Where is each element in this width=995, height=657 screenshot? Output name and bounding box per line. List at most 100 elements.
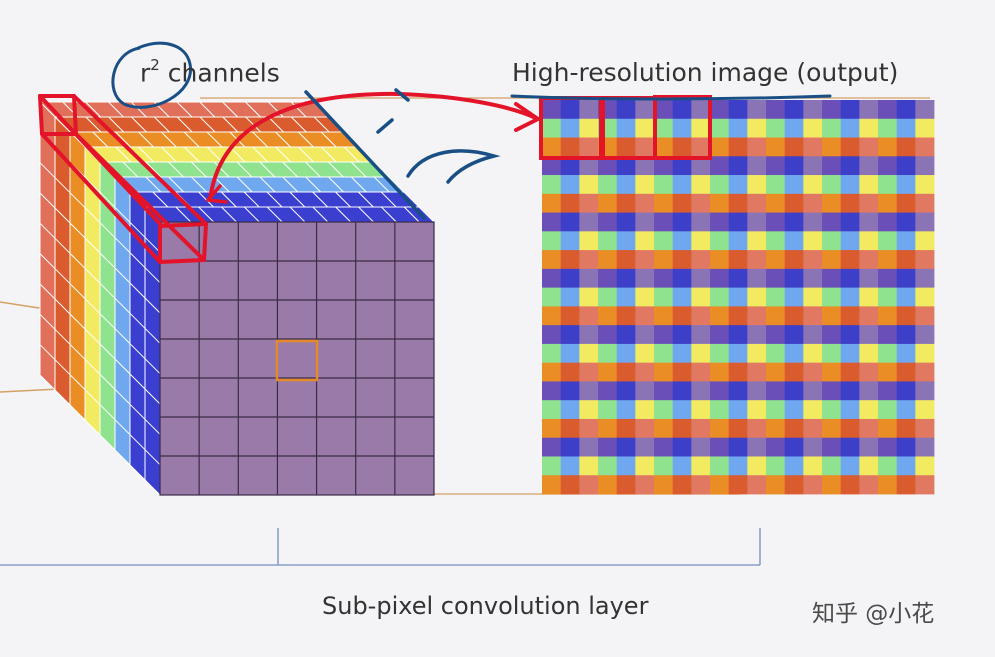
output-pixel [598,268,618,289]
output-pixel [878,475,898,495]
channel-brick-line [85,101,102,118]
output-pixel [784,325,804,345]
output-pixel [784,193,804,213]
channel-brick-line [206,131,223,148]
output-pixel [915,437,935,457]
output-pixel [784,362,804,382]
output-pixel [859,268,879,289]
output-pixel [766,118,786,138]
output-pixel [710,156,730,176]
output-pixel [691,306,711,326]
output-pixel [915,250,935,270]
output-pixel [616,325,636,345]
channel-brick-line [266,206,283,223]
output-pixel [859,400,879,420]
output-pixel [579,456,599,476]
channel-side-line [84,298,101,315]
output-pixel [784,100,804,120]
output-pixel [616,418,636,439]
channels-label-exponent: 2 [150,56,160,74]
output-pixel [672,437,692,457]
channel-side-line [129,221,146,238]
output-pixel [859,231,879,251]
channel-side-line [144,449,161,466]
channel-side-line [54,268,71,285]
output-pixel [616,193,636,213]
output-pixel [878,418,898,439]
output-pixel [616,137,636,157]
channel-brick-line [289,206,306,223]
output-pixel [560,137,580,157]
annotation-arrow-red-tail [206,184,228,204]
output-pixel [915,231,935,251]
output-pixel [896,193,916,213]
output-pixel [784,212,804,232]
channel-side-line [54,177,71,194]
output-pixel [728,306,748,326]
output-pixel [878,325,898,345]
output-pixel [579,175,599,195]
output-pixel [878,250,898,270]
output-pixel [784,418,804,439]
output-pixel [859,418,879,439]
output-pixel [915,212,935,232]
output-pixel [840,325,860,345]
output-pixel [635,118,655,138]
output-pixel [728,418,748,439]
output-pixel [654,362,674,382]
channel-side-line [114,328,131,345]
output-pixel [784,343,804,364]
output-pixel [560,156,580,176]
channels-label-base: r [140,58,151,88]
output-pixel [896,437,916,457]
output-pixel [616,437,636,457]
output-pixel [766,100,786,120]
output-pixel [691,437,711,457]
output-pixel [840,287,860,307]
output-pixel [803,306,823,326]
output-pixel [728,156,748,176]
output-pixel [859,362,879,382]
output-pixel [598,381,618,401]
output-pixel [598,437,618,457]
output-pixel [672,306,692,326]
output-pixel [691,193,711,213]
channel-brick-line [357,191,374,208]
output-pixel [747,362,767,382]
channel-brick-line [259,176,276,193]
output-pixel [579,193,599,213]
output-pixel [672,231,692,251]
output-pixel [747,250,767,270]
output-pixel [654,418,674,439]
output-pixel [878,362,898,382]
output-pixel [822,118,842,138]
channel-side-line [99,313,116,330]
output-pixel [672,212,692,232]
channel-side-line [99,252,116,269]
output-pixel [728,287,748,307]
channel-brick-line [191,176,207,193]
output-pixel [915,475,935,495]
hand-annotations [38,41,832,264]
channel-side-line [129,434,146,451]
output-pixel [747,287,767,307]
output-pixel [915,287,935,307]
output-pixel [579,250,599,270]
channel-side-line [39,313,56,330]
output-pixel [822,231,842,251]
output-pixel [654,400,674,420]
highlighted-pixel [275,339,319,382]
output-pixel [654,231,674,251]
output-pixel [616,156,636,176]
output-pixel [878,456,898,476]
output-pixel [654,156,674,176]
output-pixel [766,325,786,345]
output-pixel [635,306,655,326]
output-pixel [635,175,655,195]
output-pixel [915,400,935,420]
output-pixel [747,381,767,401]
output-pixel [598,175,618,195]
output-pixel [840,118,860,138]
annotation-tick-blue [376,88,410,134]
